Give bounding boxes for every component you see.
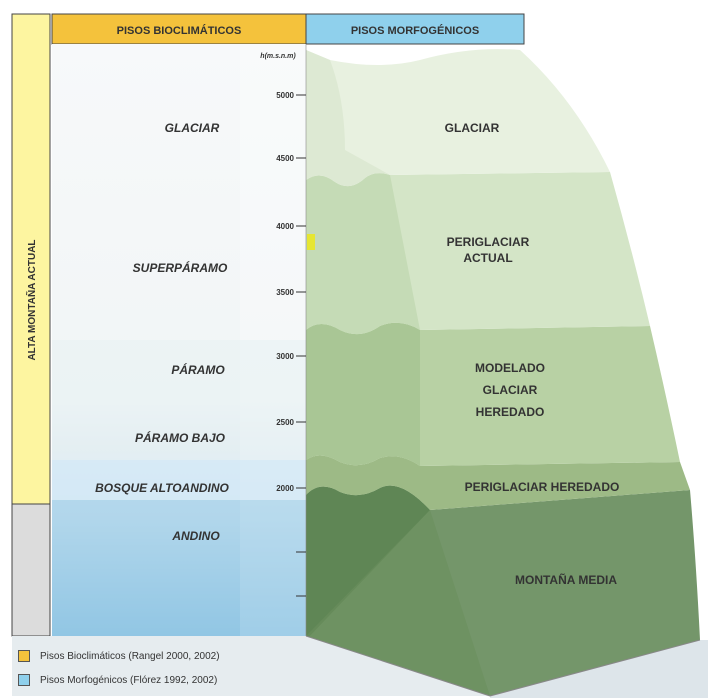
morpho-periglaciar-heredado: PERIGLACIAR HEREDADO xyxy=(465,480,620,494)
legend-item-morphogenic: Pisos Morfogénicos (Flórez 1992, 2002) xyxy=(18,674,217,686)
morpho-modelado-2: GLACIAR xyxy=(483,383,538,397)
band-periglaciar-heredado xyxy=(306,455,690,510)
tick-4000: 4000 xyxy=(276,222,294,231)
tick-5000: 5000 xyxy=(276,91,294,100)
axis-unit: h(m.s.n.m) xyxy=(260,53,296,60)
morpho-glaciar: GLACIAR xyxy=(445,121,500,135)
marker xyxy=(307,234,315,250)
bio-glaciar: GLACIAR xyxy=(165,121,220,135)
morpho-periglaciar-actual-2: ACTUAL xyxy=(463,251,512,265)
bio-paramo-bajo: PÁRAMO BAJO xyxy=(135,430,226,445)
header-left-label: PISOS BIOCLIMÁTICOS xyxy=(117,24,242,37)
legend-item-bioclimatic: Pisos Bioclimáticos (Rangel 2000, 2002) xyxy=(18,650,220,662)
bio-andino: ANDINO xyxy=(171,529,220,543)
morpho-modelado-1: MODELADO xyxy=(475,361,545,375)
tick-3500: 3500 xyxy=(276,288,294,297)
band-glaciar xyxy=(306,49,610,187)
legend-label-morphogenic: Pisos Morfogénicos (Flórez 1992, 2002) xyxy=(40,674,218,686)
morpho-modelado-3: HEREDADO xyxy=(476,405,545,419)
bio-paramo: PÁRAMO xyxy=(171,362,225,377)
ground-plane xyxy=(12,636,490,696)
header-morphogenic xyxy=(305,13,525,45)
morpho-periglaciar-actual-1: PERIGLACIAR xyxy=(447,235,530,249)
side-label: ALTA MONTAÑA ACTUAL xyxy=(25,239,38,360)
side-band-alta-montana xyxy=(11,13,51,505)
tick-2000: 2000 xyxy=(276,484,294,493)
bio-superparamo: SUPERPÁRAMO xyxy=(133,260,228,275)
legend-swatch-yellow xyxy=(18,650,30,662)
side-band-lower xyxy=(11,503,51,637)
tick-2500: 2500 xyxy=(276,418,294,427)
legend-swatch-blue xyxy=(18,674,30,686)
morpho-montana-media: MONTAÑA MEDIA xyxy=(515,572,617,587)
tick-3000: 3000 xyxy=(276,352,294,361)
header-right-label: PISOS MORFOGÉNICOS xyxy=(351,24,479,37)
header-bioclimatic xyxy=(51,13,307,45)
bio-bosque-altoandino: BOSQUE ALTOANDINO xyxy=(95,481,229,495)
tick-4500: 4500 xyxy=(276,154,294,163)
altitude-axis: 5000 4500 4000 3500 3000 2500 2000 xyxy=(276,91,306,597)
legend-label-bioclimatic: Pisos Bioclimáticos (Rangel 2000, 2002) xyxy=(40,650,220,662)
